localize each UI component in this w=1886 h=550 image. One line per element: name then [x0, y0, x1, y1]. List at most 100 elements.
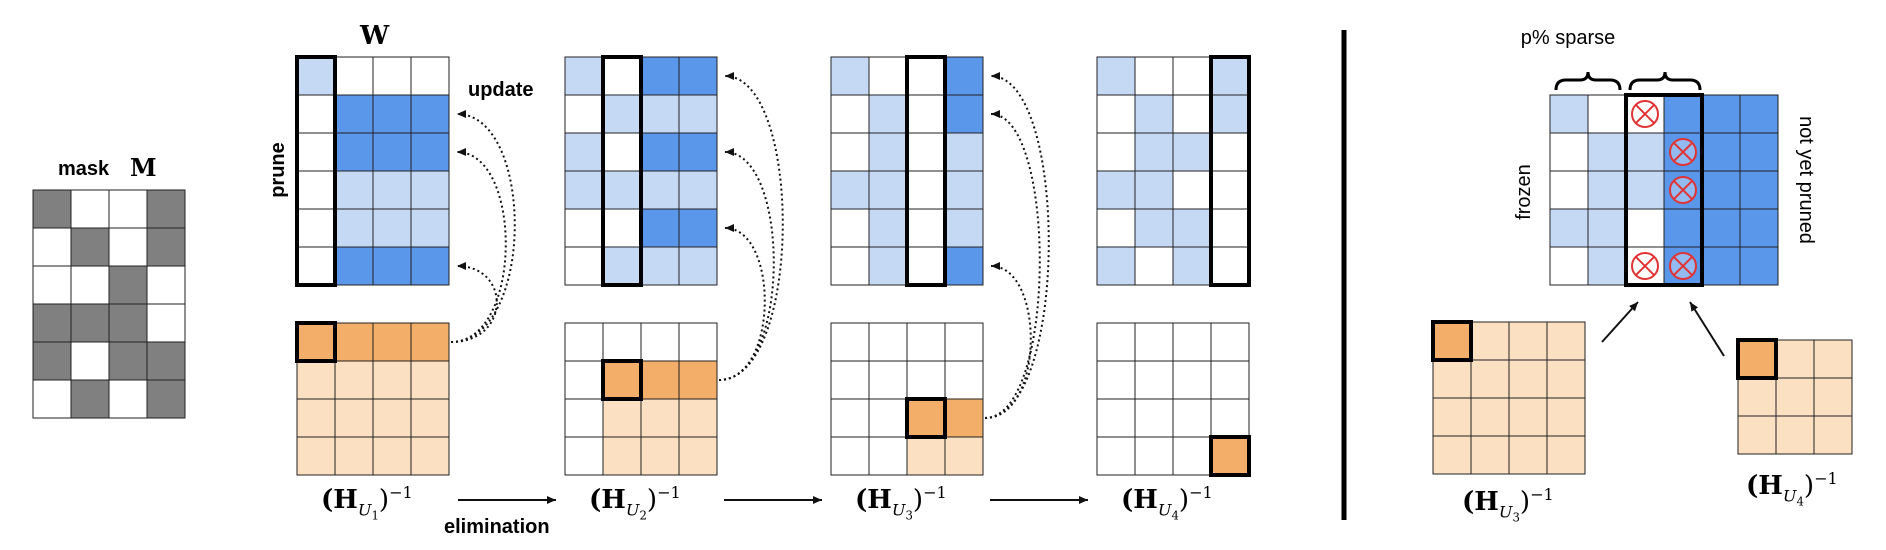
block-weight-cell — [1663, 208, 1703, 248]
hessian-cell — [830, 322, 870, 362]
block-hessian-u3-cell — [1508, 397, 1548, 437]
hessian-cell — [410, 398, 450, 438]
weight-cell — [372, 56, 412, 96]
weight-cell — [334, 170, 374, 210]
hessian-cell — [334, 360, 374, 400]
update-curve — [450, 110, 516, 343]
block-hessian-u3-cell — [1470, 359, 1510, 399]
hessian-cell — [602, 322, 642, 362]
weight-cell — [678, 208, 718, 248]
hessian-cell — [868, 322, 908, 362]
weight-cell — [602, 246, 642, 286]
weight-cell — [1172, 246, 1212, 286]
right-labels: (HU3)−1(HU4)−1 — [1462, 469, 1838, 524]
weight-cell — [944, 170, 984, 210]
prune-label: prune — [267, 142, 289, 198]
weight-cell — [410, 56, 450, 96]
hessian-cell — [410, 360, 450, 400]
block-hessian-u3-cell — [1470, 397, 1510, 437]
hessian-cell — [1096, 398, 1136, 438]
mask-cell — [32, 303, 72, 343]
block-weight-cell — [1701, 170, 1741, 210]
weight-cell — [564, 208, 604, 248]
block-weight-cell — [1549, 170, 1589, 210]
hessian-cell — [944, 322, 984, 362]
weight-cell — [640, 246, 680, 286]
weight-cell — [1134, 170, 1174, 210]
step-label-1: (HU1)−1 — [321, 483, 413, 522]
hessian-cell — [334, 322, 374, 362]
update-label: update — [468, 79, 534, 101]
mask-cell — [108, 341, 148, 381]
mask-cell — [146, 189, 186, 229]
mask-cell — [70, 341, 110, 381]
weight-cell — [1210, 94, 1250, 134]
weight-cell — [410, 208, 450, 248]
block-hessian-u3-cell — [1508, 321, 1548, 361]
block-hessian-u4-cell — [1775, 415, 1815, 455]
weight-cell — [1210, 56, 1250, 96]
hessian-cell — [678, 436, 718, 476]
block-hessian-u4-cell — [1737, 339, 1777, 379]
update-curve — [450, 148, 507, 343]
update-curve — [718, 148, 775, 381]
hessian-cell — [640, 322, 680, 362]
pruned-cross-icon — [1669, 252, 1697, 280]
update-curves — [450, 72, 1050, 419]
weight-cell — [678, 56, 718, 96]
block-hessian-u3-cell — [1470, 321, 1510, 361]
hessian-cell — [1096, 436, 1136, 476]
hessian-cell — [602, 360, 642, 400]
step-label-2: (HU2)−1 — [589, 483, 681, 522]
mask-cell — [108, 265, 148, 305]
weight-cell — [1172, 132, 1212, 172]
block-weight-cell — [1739, 132, 1779, 172]
weight-cell — [1172, 170, 1212, 210]
weight-cell — [334, 94, 374, 134]
weight-cell — [372, 208, 412, 248]
weight-cell — [564, 56, 604, 96]
pruned-cross-icon — [1669, 138, 1697, 166]
pivot-highlight — [1209, 435, 1251, 477]
weight-cell — [830, 132, 870, 172]
block-hessian-u4-cell — [1737, 377, 1777, 417]
weight-cell — [906, 246, 946, 286]
hessian-cell — [944, 360, 984, 400]
mask-cell — [146, 341, 186, 381]
hessian-cell — [678, 322, 718, 362]
weight-cell — [640, 94, 680, 134]
weight-cell — [868, 170, 908, 210]
pruned-cross-icon — [1631, 100, 1659, 128]
pivot-highlight — [905, 397, 947, 439]
weight-cell — [1210, 208, 1250, 248]
step-label-3: (HU3)−1 — [855, 483, 947, 522]
block-weight-cell — [1701, 208, 1741, 248]
block-weight-cell — [1739, 246, 1779, 286]
weight-cell — [602, 170, 642, 210]
hessian-cell — [372, 360, 412, 400]
hessian-cell — [830, 398, 870, 438]
mask-cell — [32, 341, 72, 381]
hessian-cell — [1172, 360, 1212, 400]
hessian-cell — [906, 436, 946, 476]
block-weight-cell — [1587, 94, 1627, 134]
block-hessian-u3-cell — [1432, 321, 1472, 361]
elimination-label: elimination — [444, 516, 550, 538]
hessian-cell — [1172, 436, 1212, 476]
weight-cell — [602, 132, 642, 172]
weight-cell — [830, 208, 870, 248]
weight-cell — [334, 208, 374, 248]
weight-cell — [906, 94, 946, 134]
mask-cell — [70, 265, 110, 305]
mask-cell — [32, 227, 72, 267]
step-3 — [830, 55, 984, 476]
weight-cell — [640, 208, 680, 248]
hessian-cell — [1096, 322, 1136, 362]
weight-cell — [564, 94, 604, 134]
hessian-cell — [564, 360, 604, 400]
weight-cell — [1172, 94, 1212, 134]
weight-cell — [678, 94, 718, 134]
mask-cell — [146, 265, 186, 305]
hessian-cell — [334, 436, 374, 476]
